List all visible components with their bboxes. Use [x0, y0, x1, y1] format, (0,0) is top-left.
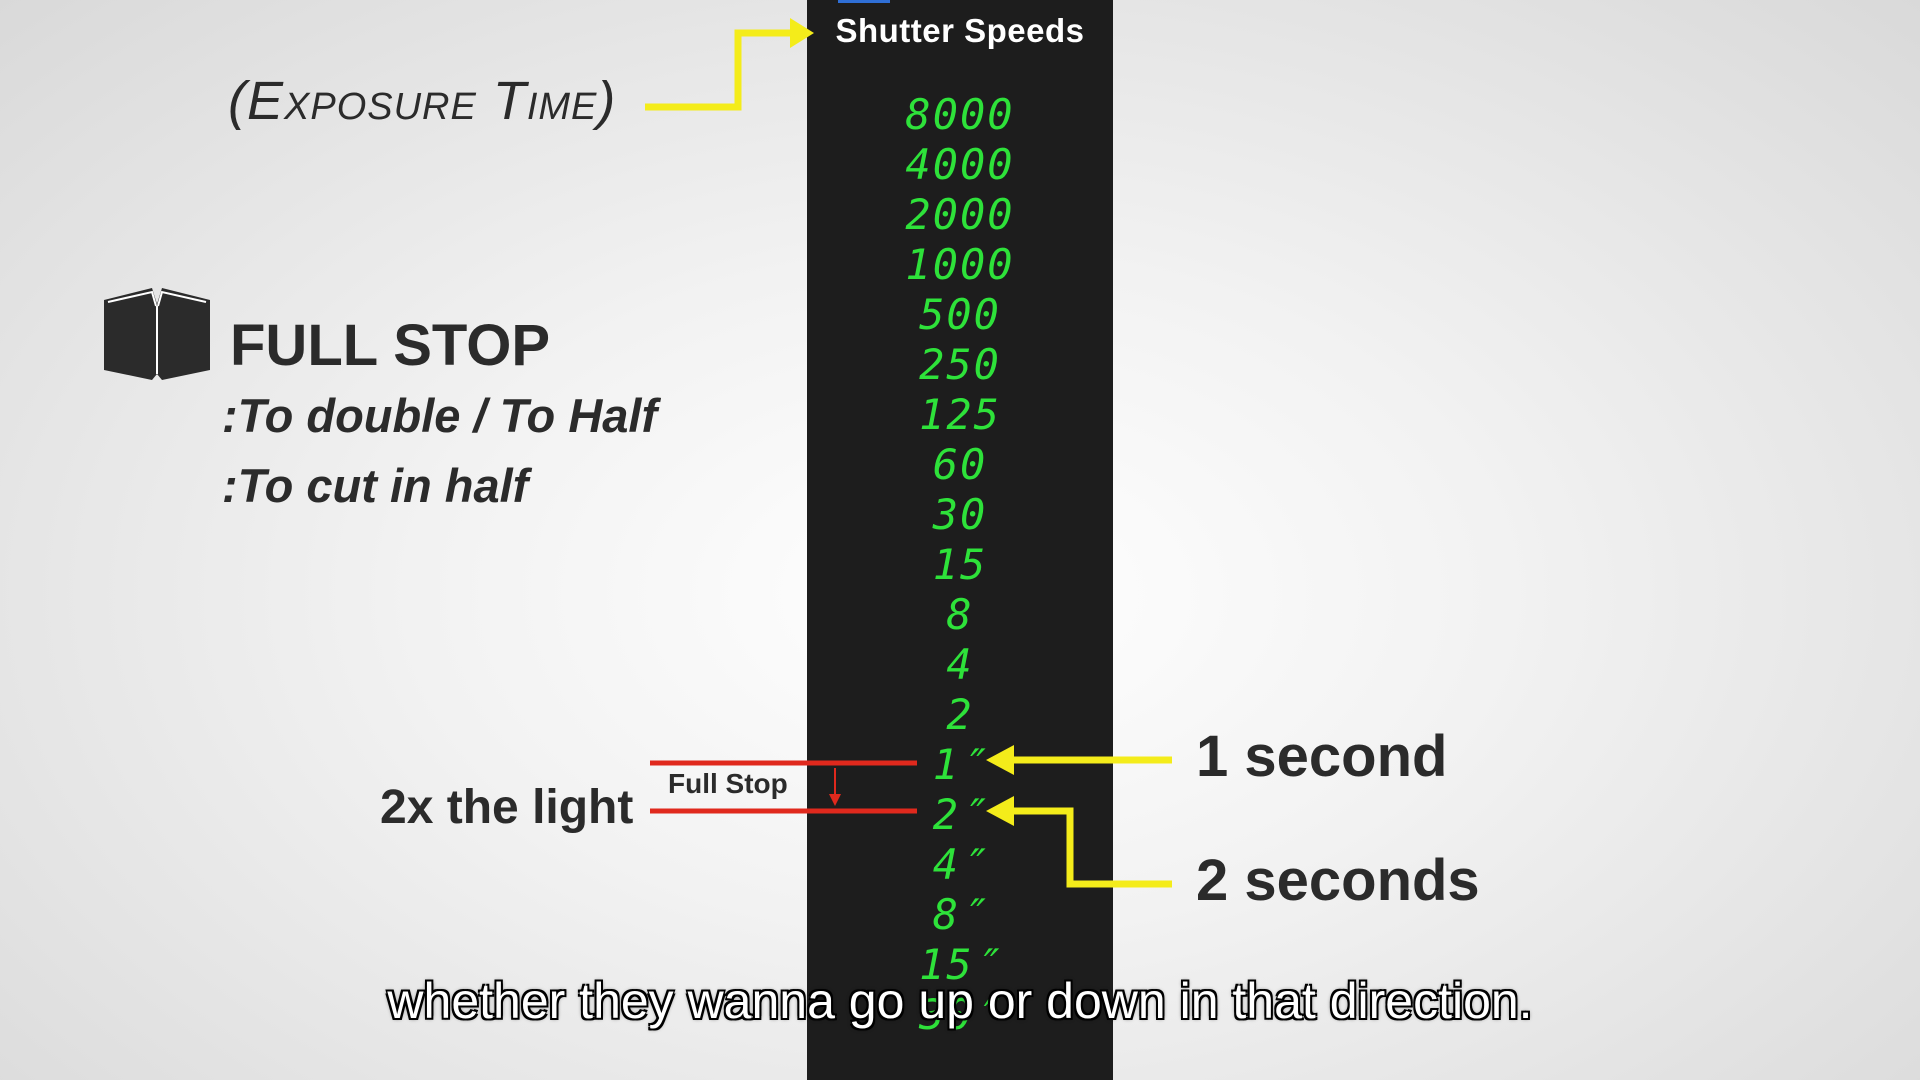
speed-value: 125 [919, 390, 1001, 439]
speed-value: 8000 [905, 90, 1015, 139]
speed-value: 30 [932, 490, 988, 539]
speed-value: 15″ [919, 940, 1001, 989]
book-icon [104, 288, 210, 380]
full-stop-title: FULL STOP [230, 313, 551, 378]
speed-value-two-seconds: 2″ [932, 790, 988, 839]
two-seconds-arrow-head [986, 796, 1014, 826]
speed-value: 8″ [932, 890, 988, 939]
speed-value: 1000 [905, 240, 1015, 289]
speed-value: 500 [919, 290, 1001, 339]
speed-value: 60 [932, 440, 988, 489]
speed-value: 4000 [905, 140, 1015, 189]
speed-value: 2000 [905, 190, 1015, 239]
exposure-time-label: (Exposure Time) [228, 71, 617, 131]
subtitle-caption: whether they wanna go up or down in that… [387, 973, 1533, 1029]
shutter-speed-panel [807, 0, 1113, 1080]
definition-double-half: :To double / To Half [222, 389, 658, 442]
exposure-arrow-line [645, 29, 800, 111]
speed-value: 2 [946, 690, 974, 739]
speed-value: 8 [946, 590, 974, 639]
full-stop-arrow-head [829, 794, 841, 806]
two-x-light-label: 2x the light [380, 781, 634, 834]
one-second-label: 1 second [1196, 724, 1448, 789]
speed-value: 250 [919, 340, 1001, 389]
speed-value-one-second: 1″ [932, 740, 988, 789]
full-stop-small-label: Full Stop [668, 768, 788, 799]
speed-value: 30″ [919, 990, 1001, 1039]
two-seconds-arrow-line [1010, 807, 1172, 888]
panel-accent-bar [838, 0, 890, 3]
speed-value: 15 [932, 540, 988, 589]
panel-title: Shutter Speeds [835, 12, 1085, 49]
one-second-arrow-head [986, 745, 1014, 775]
speed-value: 4″ [932, 840, 988, 889]
speed-value: 4 [946, 640, 974, 689]
definition-cut-half: :To cut in half [222, 459, 529, 512]
two-seconds-label: 2 seconds [1196, 848, 1480, 913]
exposure-arrow-head [790, 18, 814, 48]
